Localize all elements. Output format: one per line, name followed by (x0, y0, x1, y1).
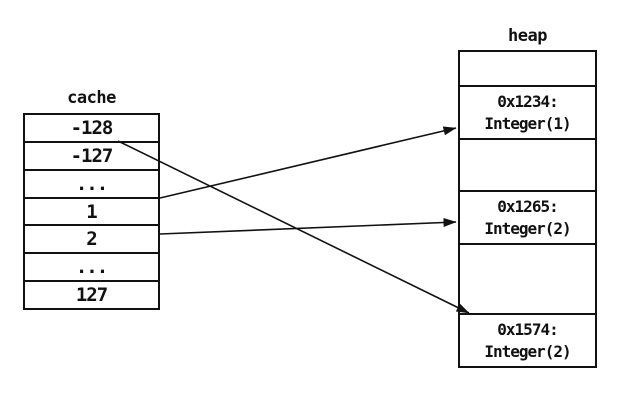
heap-cell (460, 52, 595, 85)
heap-cell-address: 0x1234: (497, 91, 558, 111)
heap-cell-value: Integer(2) (484, 341, 571, 361)
heap-cell-address: 0x1574: (497, 319, 558, 339)
heap-cell-value: Integer(2) (484, 218, 571, 238)
cache-row: ... (25, 168, 158, 197)
cache-row: 2 (25, 224, 158, 252)
cache-table: -128 -127 ... 1 2 ... 127 (23, 113, 160, 310)
cache-row: 1 (25, 196, 158, 225)
cache-row: -127 (25, 140, 158, 169)
heap-cell (460, 243, 595, 313)
cache-row: -128 (70, 116, 114, 139)
cache-row: ... (25, 252, 158, 280)
cache-row: 127 (25, 280, 158, 308)
arrow-cache-2-to-0x1265 (159, 218, 457, 235)
heap-title: heap (508, 26, 547, 46)
heap-cell-address: 0x1265: (497, 196, 558, 216)
cache-title: cache (67, 88, 116, 108)
heap-table: 0x1234: Integer(1) 0x1265: Integer(2) 0x… (458, 50, 597, 368)
heap-cell (460, 138, 595, 190)
arrow-cache-to-0x1574 (117, 140, 470, 314)
arrow-cache-1-to-0x1234 (159, 126, 457, 199)
heap-cell: 0x1265: Integer(2) (460, 190, 595, 243)
heap-cell-value: Integer(1) (484, 113, 571, 133)
heap-cell: 0x1574: Integer(2) (460, 313, 595, 366)
heap-cell: 0x1234: Integer(1) (460, 85, 595, 138)
